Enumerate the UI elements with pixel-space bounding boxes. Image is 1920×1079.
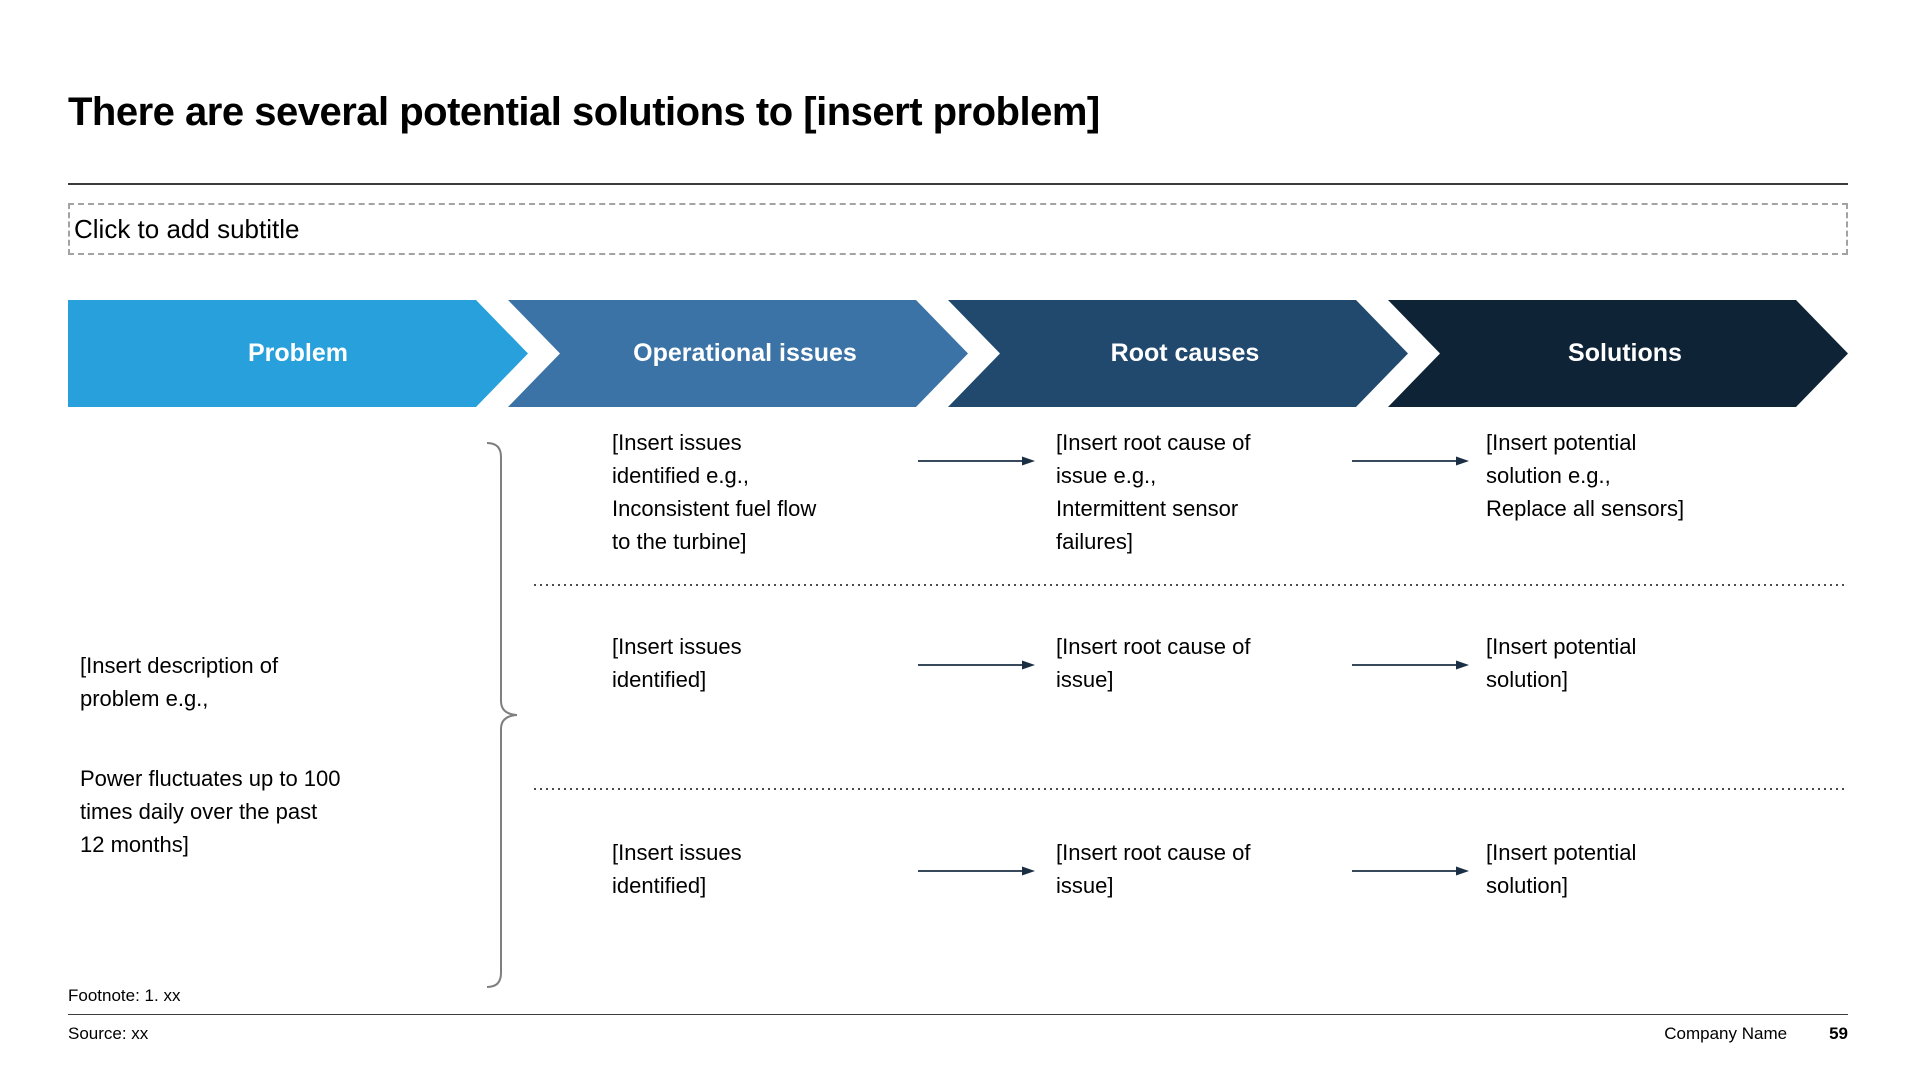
company-name: Company Name	[1664, 1024, 1788, 1043]
page-number: 59	[1829, 1024, 1848, 1043]
arrow-right-icon	[1352, 866, 1469, 876]
chevron-problem-label: Problem	[247, 339, 349, 367]
chevron-operational-issues-label: Operational issues	[633, 339, 857, 367]
arrow-right-icon	[918, 866, 1035, 876]
solution-cell-3[interactable]: [Insert potential solution]	[1486, 840, 1637, 898]
footer-right: Company Name 59	[1664, 1024, 1848, 1044]
issue-cell-2[interactable]: [Insert issues identified]	[612, 634, 742, 692]
root-cause-cell-2[interactable]: [Insert root cause of issue]	[1056, 634, 1251, 692]
brace-bracket	[486, 442, 518, 988]
chevron-root-causes[interactable]: Root causes	[948, 300, 1408, 407]
problem-description-example: Power fluctuates up to 100 times daily o…	[80, 766, 341, 857]
process-chevron-bar: Problem Operational issues Root causes S…	[68, 300, 1850, 407]
chevron-solutions-label: Solutions	[1568, 339, 1682, 367]
chevron-root-causes-label: Root causes	[1110, 339, 1260, 367]
subtitle-placeholder[interactable]: Click to add subtitle	[68, 203, 1848, 255]
arrow-right-icon	[1352, 660, 1469, 670]
chevron-problem[interactable]: Problem	[68, 300, 528, 407]
footer-divider	[68, 1014, 1848, 1015]
chevron-solutions[interactable]: Solutions	[1388, 300, 1848, 407]
root-cause-cell-3[interactable]: [Insert root cause of issue]	[1056, 840, 1251, 898]
footnote: Footnote: 1. xx	[68, 986, 181, 1005]
arrow-right-icon	[918, 456, 1035, 466]
slide-title[interactable]: There are several potential solutions to…	[68, 90, 1100, 134]
issue-cell-3[interactable]: [Insert issues identified]	[612, 840, 742, 898]
chevron-operational-issues[interactable]: Operational issues	[508, 300, 968, 407]
subtitle-placeholder-text: Click to add subtitle	[74, 213, 300, 244]
row-divider	[534, 584, 1848, 586]
issue-cell-1[interactable]: [Insert issues identified e.g., Inconsis…	[612, 430, 817, 554]
arrow-right-icon	[918, 660, 1035, 670]
problem-description[interactable]: [Insert description of problem e.g., Pow…	[80, 616, 410, 894]
arrow-right-icon	[1352, 456, 1469, 466]
solution-cell-1[interactable]: [Insert potential solution e.g., Replace…	[1486, 430, 1685, 521]
problem-description-intro: [Insert description of problem e.g.,	[80, 653, 279, 711]
source-note: Source: xx	[68, 1024, 149, 1043]
solution-cell-2[interactable]: [Insert potential solution]	[1486, 634, 1637, 692]
row-divider	[534, 788, 1848, 790]
root-cause-cell-1[interactable]: [Insert root cause of issue e.g., Interm…	[1056, 430, 1251, 554]
title-divider	[68, 183, 1848, 185]
